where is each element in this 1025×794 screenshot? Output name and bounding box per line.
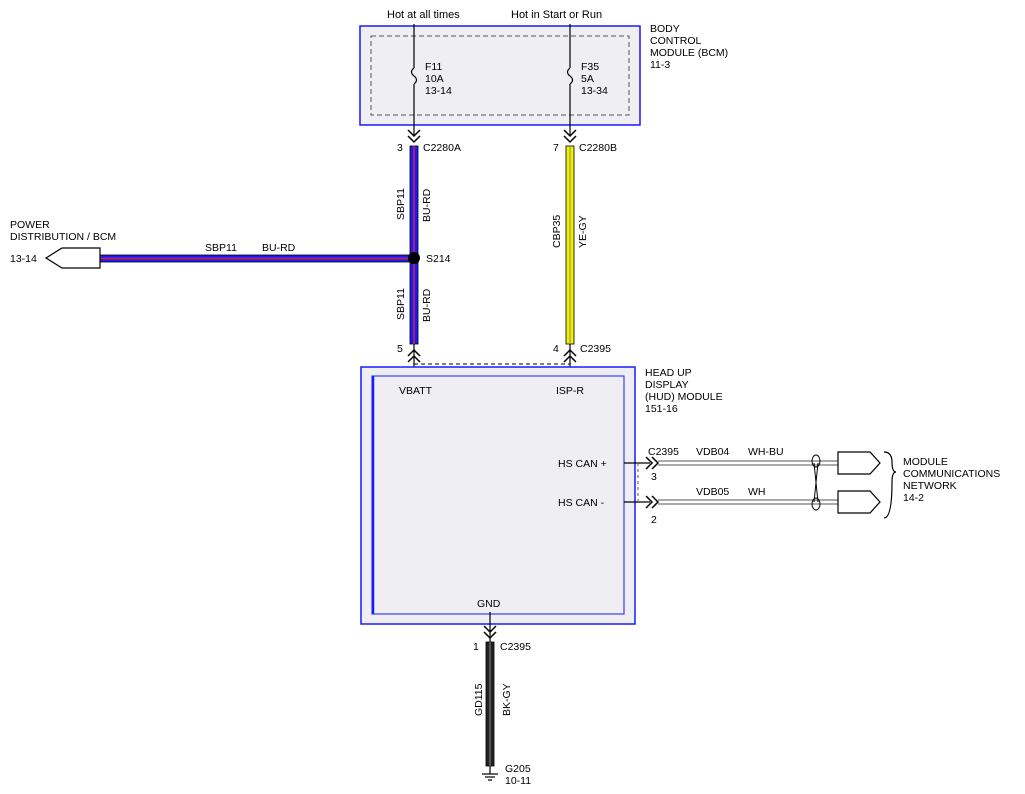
bcm-title-1: BODY — [650, 23, 680, 35]
wire-sbp11-upper-name: SBP11 — [395, 188, 407, 220]
can-minus-pin: 2 — [651, 514, 657, 526]
hud-module — [360, 366, 636, 625]
wire-cbp35-name: CBP35 — [551, 215, 563, 248]
hud-title-3: (HUD) MODULE — [645, 391, 723, 403]
c2280b-label: C2280B — [579, 142, 617, 154]
fuse-f11-amp: 10A — [425, 73, 444, 85]
bcm-title-2: CONTROL — [650, 35, 701, 47]
power-dist-title-1: POWER — [10, 219, 50, 231]
bcm-title-3: MODULE (BCM) — [650, 47, 728, 59]
wire-sbp11-lower-color: BU-RD — [421, 288, 433, 322]
ground-symbol — [482, 766, 498, 781]
wire-sbp11-horizontal — [99, 254, 415, 263]
hud-can-plus-label: HS CAN + — [558, 458, 607, 470]
splice-s214-dot — [408, 252, 420, 264]
wire-cbp35-color: YE-GY — [577, 215, 589, 248]
network-title-2: COMMUNICATIONS — [903, 468, 1000, 480]
ground-g205-label: G205 — [505, 763, 531, 775]
power-dist-ref: 13-14 — [10, 253, 37, 265]
wire-vdb04-color: WH-BU — [748, 446, 784, 458]
wire-sbp11-horiz-color: BU-RD — [262, 242, 296, 254]
c2280a-label: C2280A — [423, 142, 461, 154]
fuse-f11-ref: 13-14 — [425, 85, 452, 97]
wire-sbp11-horiz-name: SBP11 — [205, 242, 237, 254]
wire-sbp11-vertical — [409, 145, 419, 345]
wire-vdb05-name: VDB05 — [696, 486, 729, 498]
twisted-pair-symbol — [811, 454, 821, 511]
fuse-f35-amp: 5A — [581, 73, 594, 85]
wire-sbp11-lower-name: SBP11 — [395, 288, 407, 320]
can-minus-wire — [624, 495, 838, 509]
wire-gd115-name: GD115 — [473, 683, 485, 716]
network-title-3: NETWORK — [903, 480, 957, 492]
hot-in-start-label: Hot in Start or Run — [511, 9, 602, 21]
hud-vbatt-label: VBATT — [399, 385, 433, 397]
wire-sbp11-upper-color: BU-RD — [421, 188, 433, 222]
network-title-4: 14-2 — [903, 492, 924, 504]
fuse-f35-ref: 13-34 — [581, 85, 608, 97]
wire-cbp35 — [565, 145, 575, 345]
fuse-f11: F11 10A 13-14 — [407, 24, 452, 144]
network-title-1: MODULE — [903, 456, 948, 468]
hud-isp-connector-label: C2395 — [580, 343, 611, 355]
can-plus-wire — [624, 456, 838, 470]
gnd-connector-label: C2395 — [500, 641, 531, 653]
network-connectors — [837, 451, 897, 519]
c2280b-pin: 7 — [553, 142, 559, 154]
hud-vbatt-pin: 5 — [397, 343, 403, 355]
gnd-connector — [483, 612, 497, 642]
gnd-pin: 1 — [473, 641, 479, 653]
power-dist-title-2: DISTRIBUTION / BCM — [10, 231, 116, 243]
can-connector-label: C2395 — [648, 446, 679, 458]
bcm-title-4: 11-3 — [650, 59, 670, 71]
can-plus-pin: 3 — [651, 471, 657, 483]
hud-title-2: DISPLAY — [645, 379, 689, 391]
fuse-f35: F35 5A 13-34 — [563, 24, 608, 144]
wire-vdb04-name: VDB04 — [696, 446, 729, 458]
wire-gd115 — [485, 641, 495, 767]
fuse-f11-name: F11 — [425, 61, 442, 73]
splice-s214-label: S214 — [426, 253, 451, 265]
wire-gd115-color: BK-GY — [501, 683, 513, 716]
c2280a-pin: 3 — [397, 142, 403, 154]
hud-gnd-label: GND — [477, 598, 501, 610]
hud-title-1: HEAD UP — [645, 367, 692, 379]
hud-can-minus-label: HS CAN - — [558, 497, 605, 509]
ground-ref: 10-11 — [505, 775, 531, 787]
hud-title-4: 151-16 — [645, 403, 678, 415]
hud-isp-r-label: ISP-R — [556, 385, 584, 397]
bcm-module: BODY CONTROL MODULE (BCM) 11-3 — [359, 23, 728, 126]
power-distribution-connector — [44, 247, 101, 269]
hud-isp-pin: 4 — [553, 343, 559, 355]
hot-at-all-times-label: Hot at all times — [387, 9, 460, 21]
wire-vdb05-color: WH — [748, 486, 766, 498]
fuse-f35-name: F35 — [581, 61, 599, 73]
